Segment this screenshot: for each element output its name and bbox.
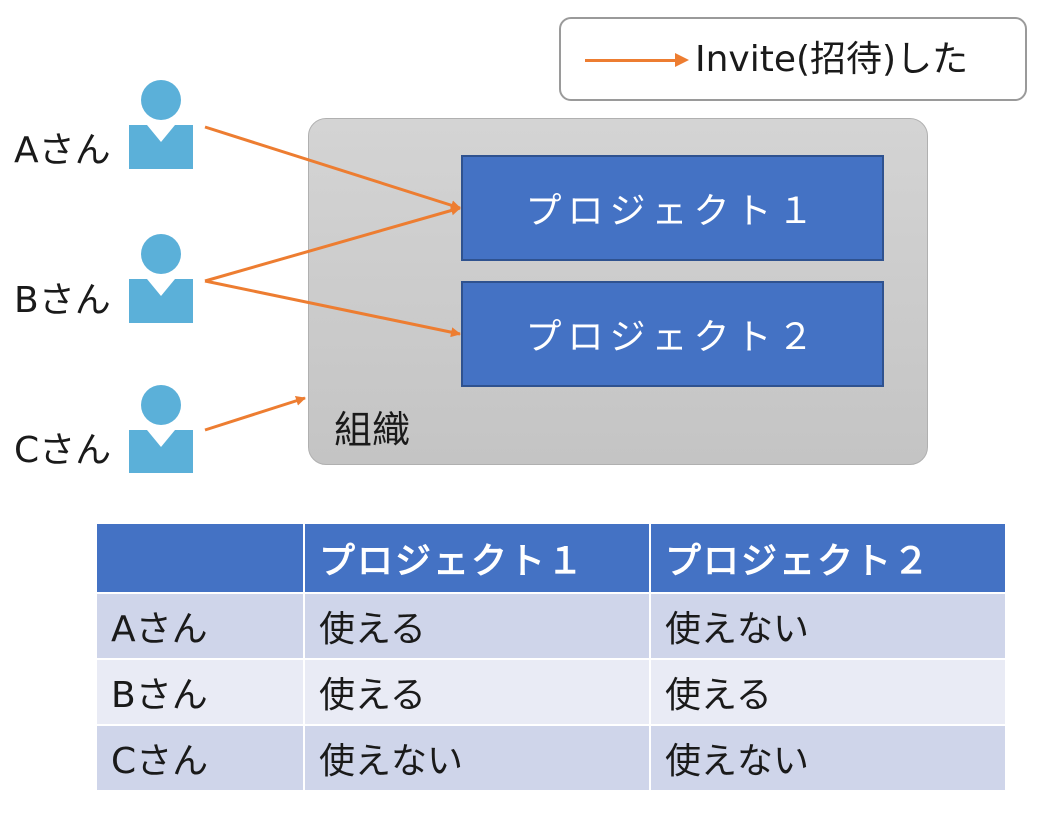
person-b-icon: [129, 234, 193, 323]
table-header-project2: プロジェクト２: [649, 522, 1007, 594]
legend-text: Invite(招待)した: [695, 39, 969, 80]
project-2-box: プロジェクト２: [461, 281, 884, 387]
project-1-box: プロジェクト１: [461, 155, 884, 261]
table-header-project1: プロジェクト１: [303, 522, 651, 594]
person-b-label: Bさん: [14, 280, 111, 321]
legend: Invite(招待)した: [559, 17, 1027, 101]
table-cell-name: Aさん: [95, 592, 305, 660]
table-row: Cさん 使えない 使えない: [95, 724, 1007, 792]
table-header-corner: [95, 522, 305, 594]
invite-arrow-a-project1: [204, 125, 461, 211]
table-cell-project2: 使える: [649, 658, 1007, 726]
table-cell-name: Cさん: [95, 724, 305, 792]
invite-arrow-b-project1: [204, 205, 461, 283]
legend-arrow-head: [675, 53, 689, 67]
invite-arrow-b-project2: [204, 279, 461, 338]
table-cell-project1: 使える: [303, 592, 651, 660]
access-table: プロジェクト１ プロジェクト２ Aさん 使える 使えない Bさん 使える 使える…: [95, 522, 1007, 792]
person-a-label: Aさん: [14, 130, 111, 171]
table-cell-name: Bさん: [95, 658, 305, 726]
legend-arrow-line: [585, 59, 681, 62]
person-c-icon: [129, 385, 193, 473]
organization-label: 組織: [334, 408, 411, 452]
person-a-icon: [129, 80, 193, 169]
table-row: Aさん 使える 使えない: [95, 592, 1007, 660]
table-header-row: プロジェクト１ プロジェクト２: [95, 522, 1007, 594]
person-c-label: Cさん: [14, 430, 112, 471]
table-cell-project1: 使えない: [303, 724, 651, 792]
table-cell-project2: 使えない: [649, 724, 1007, 792]
table-cell-project2: 使えない: [649, 592, 1007, 660]
invite-arrow-c-organization: [204, 395, 306, 432]
table-row: Bさん 使える 使える: [95, 658, 1007, 726]
table-cell-project1: 使える: [303, 658, 651, 726]
